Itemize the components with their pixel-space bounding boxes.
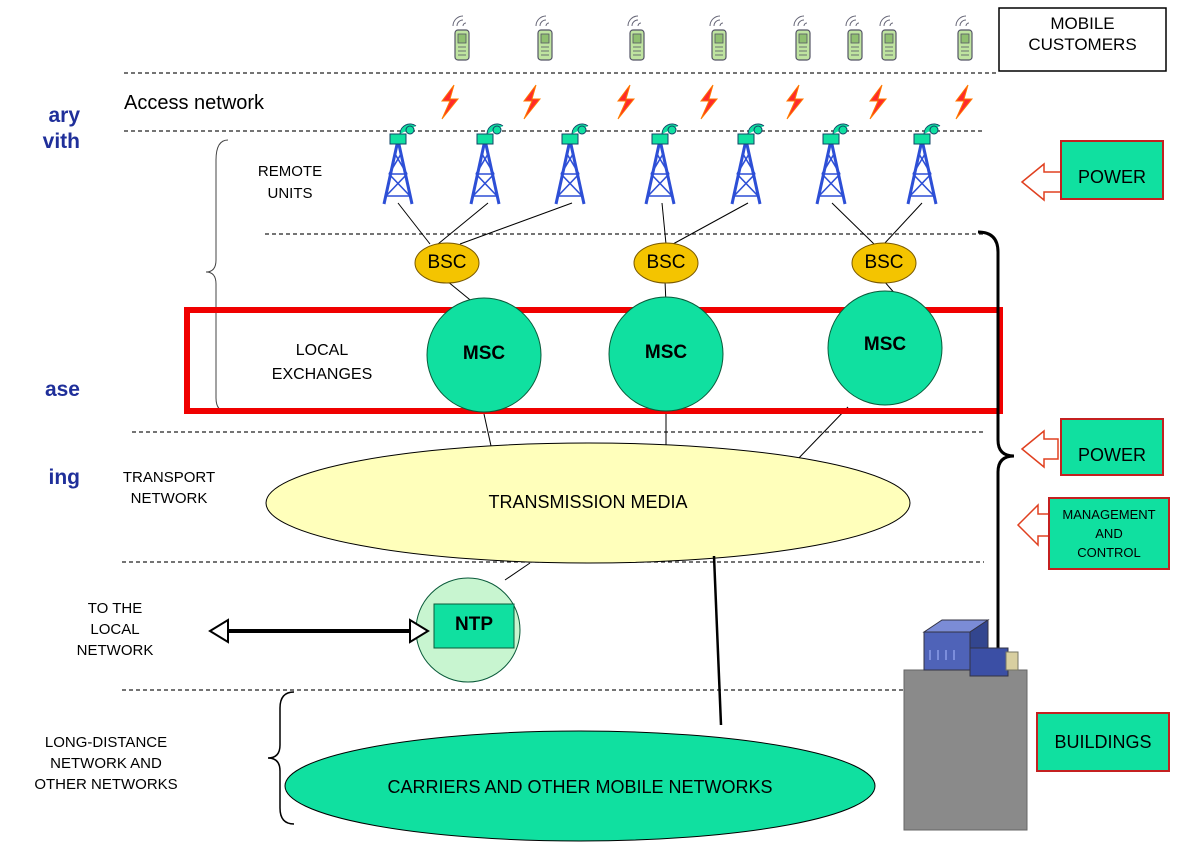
- local-exchange-highlight: [184, 307, 1003, 414]
- building-icon: [903, 619, 1028, 831]
- mobile-phone-icon: [452, 15, 973, 61]
- transport-network-label: TRANSPORT NETWORK: [122, 469, 216, 507]
- transmission-media-ellipse: [265, 442, 911, 564]
- bsc-node: [633, 242, 699, 284]
- mobile-customers-label: MOBILE CUSTOMERS: [1028, 14, 1137, 54]
- access-network-label: Access network: [124, 92, 265, 114]
- power-arrow-icon: [1016, 162, 1063, 547]
- bsc-label: BSC: [427, 252, 467, 273]
- bsc-node: [414, 242, 480, 284]
- bsc-label: BSC: [646, 252, 686, 273]
- msc-label: MSC: [863, 334, 907, 355]
- msc-label: MSC: [462, 343, 506, 364]
- msc-node: [608, 296, 724, 412]
- transmission-media-label: TRANSMISSION MEDIA: [488, 492, 688, 512]
- management-control-box: MANAGEMENT AND CONTROL: [1048, 497, 1170, 570]
- power-box: POWER: [1060, 140, 1164, 200]
- ntp-label: NTP: [455, 614, 493, 635]
- side-text-fragment: ary: [48, 104, 80, 127]
- buildings-box: BUILDINGS: [1036, 712, 1170, 772]
- msc-label: MSC: [644, 342, 688, 363]
- long-distance-label: LONG-DISTANCE NETWORK AND OTHER NETWORKS: [34, 734, 178, 793]
- local-exchanges-label: LOCAL EXCHANGES: [271, 342, 373, 383]
- side-text-fragment: vith: [42, 130, 80, 153]
- antenna-tower-icon: [382, 122, 942, 206]
- msc-node: [827, 290, 943, 406]
- double-arrow-icon: [208, 618, 430, 644]
- lightning-bolt-icon: [441, 84, 973, 120]
- mobile-customers-box: [998, 7, 1167, 72]
- msc-node: [426, 297, 542, 413]
- power-box: POWER: [1060, 418, 1164, 476]
- carriers-ellipse: [284, 730, 876, 842]
- remote-units-label: REMOTE UNITS: [257, 163, 323, 202]
- carriers-label: CARRIERS AND OTHER MOBILE NETWORKS: [387, 777, 773, 797]
- to-local-network-label: TO THE LOCAL NETWORK: [76, 600, 154, 659]
- side-text-fragment: ase: [44, 378, 80, 401]
- side-text-fragment: ing: [48, 466, 81, 489]
- bsc-label: BSC: [864, 252, 904, 273]
- bsc-node: [851, 242, 917, 284]
